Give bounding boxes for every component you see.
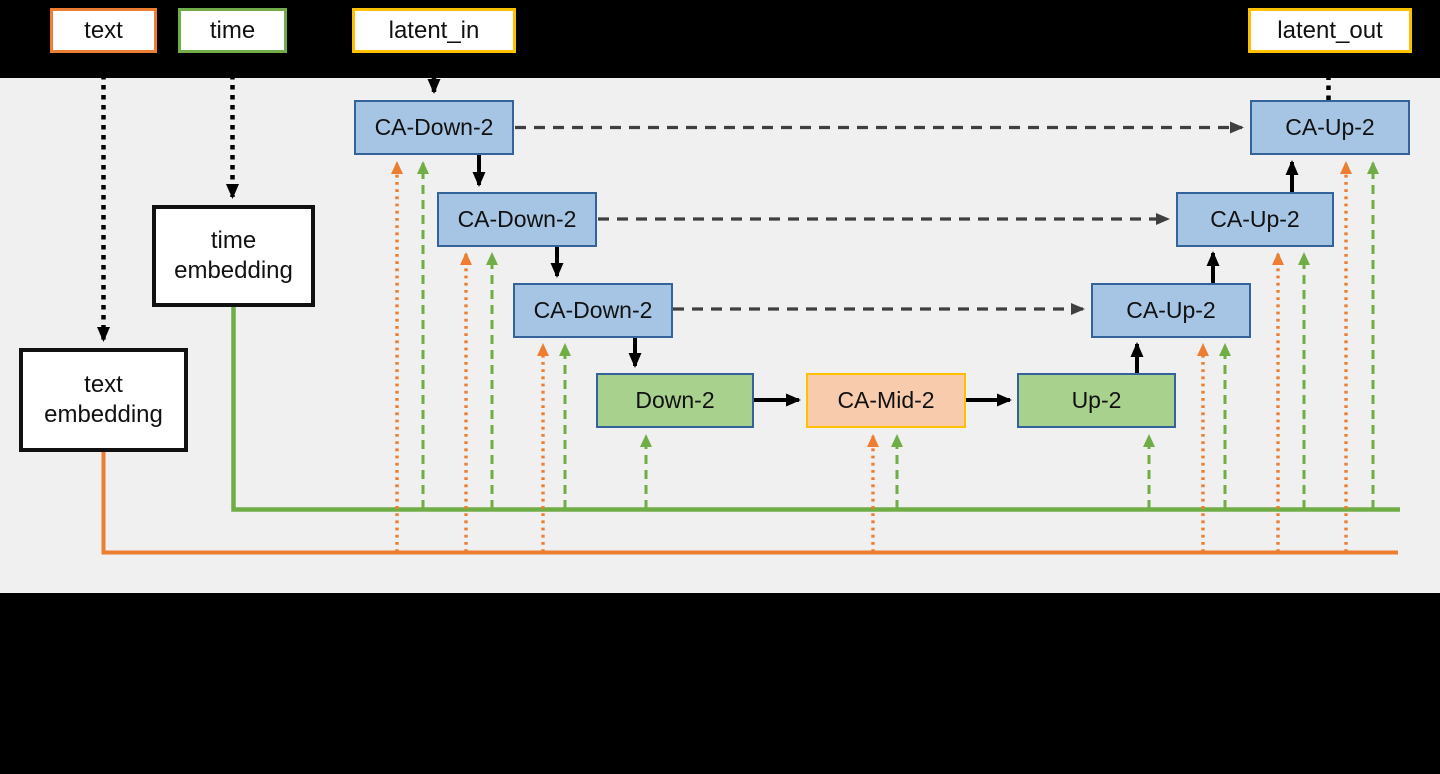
node-ca-mid-2: CA-Mid-2 — [806, 373, 966, 428]
node-time-input: time — [178, 8, 287, 53]
node-ca-up-1: CA-Up-2 — [1250, 100, 1410, 155]
node-latent-out: latent_out — [1248, 8, 1412, 53]
node-ca-up-2: CA-Up-2 — [1176, 192, 1334, 247]
node-ca-down-1: CA-Down-2 — [354, 100, 514, 155]
node-latent-in: latent_in — [352, 8, 516, 53]
node-time-embedding: time embedding — [152, 205, 315, 307]
node-up-2: Up-2 — [1017, 373, 1176, 428]
node-down-2: Down-2 — [596, 373, 754, 428]
node-ca-down-3: CA-Down-2 — [513, 283, 673, 338]
node-ca-up-3: CA-Up-2 — [1091, 283, 1251, 338]
node-ca-down-2: CA-Down-2 — [437, 192, 597, 247]
node-text-embedding: text embedding — [19, 348, 188, 452]
node-text-input: text — [50, 8, 157, 53]
